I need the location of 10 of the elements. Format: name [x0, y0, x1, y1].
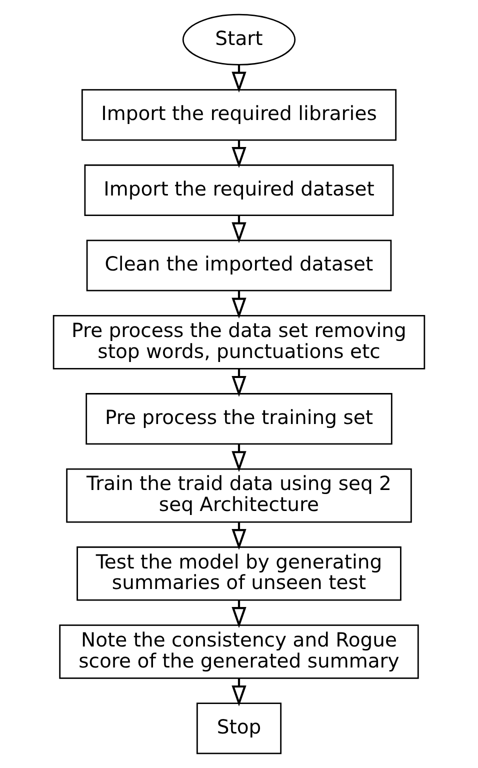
node-box: Stop: [196, 702, 282, 754]
node-box: Import the required dataset: [84, 164, 394, 216]
node-ellipse: Start: [182, 14, 296, 66]
node-box: Pre process the data set removing stop words, punctuations etc: [52, 314, 426, 370]
node-box: Clean the imported dataset: [86, 240, 392, 292]
node-box: Train the traid data using seq 2 seq Architecture: [66, 468, 412, 523]
node-box: Test the model by generating summaries of unseen test: [76, 546, 402, 601]
node-box: Pre process the training set: [86, 393, 392, 445]
node-box: Note the consistency and Rogue score of the generated summary: [59, 624, 419, 679]
node-box: Import the required libraries: [81, 89, 397, 141]
